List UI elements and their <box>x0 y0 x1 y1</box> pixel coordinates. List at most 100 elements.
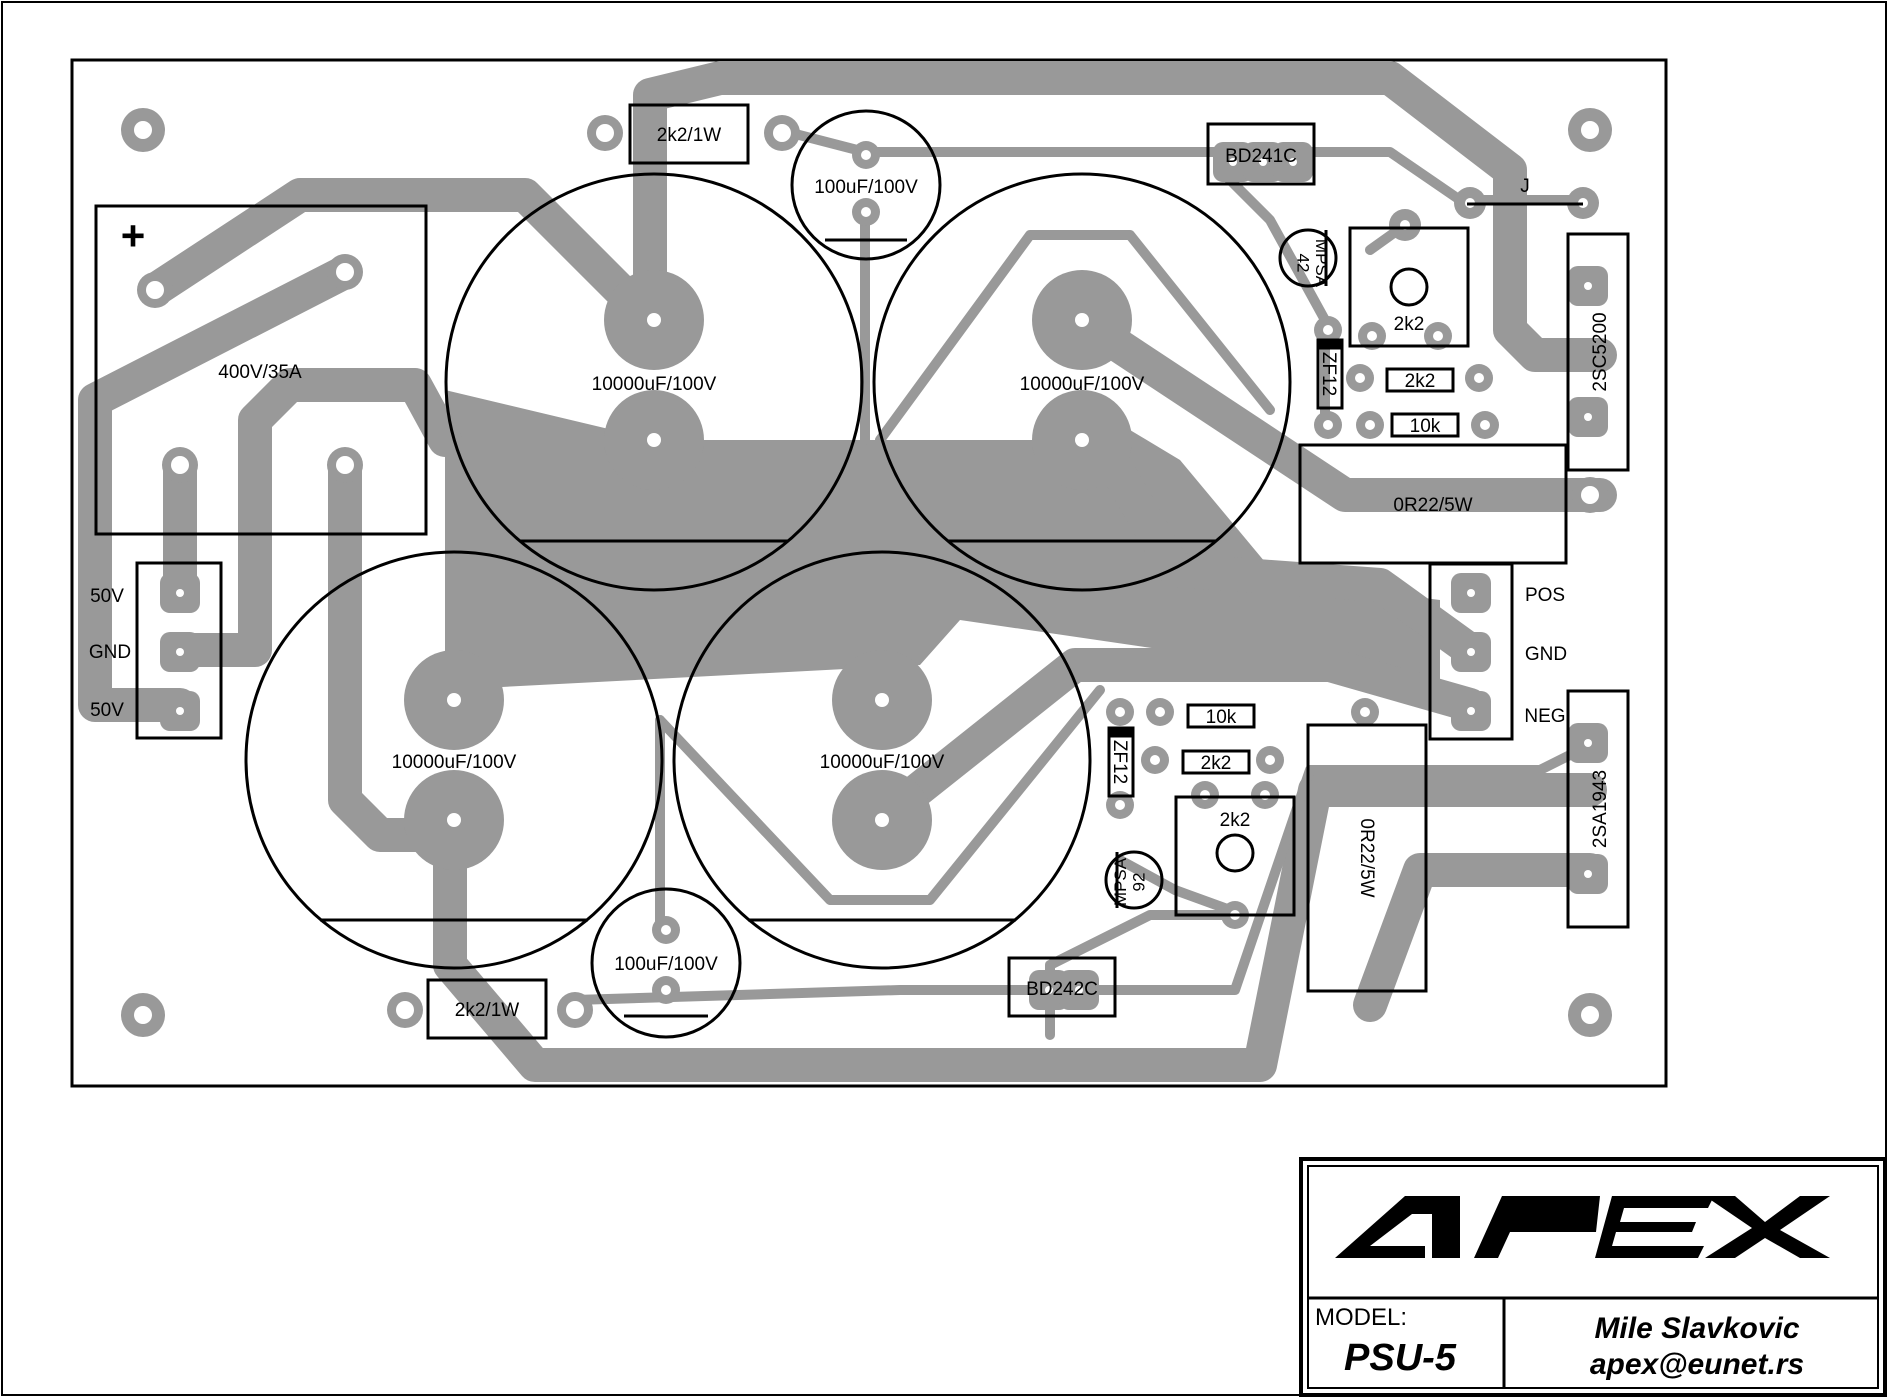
title-block: MODEL: PSU-5 Mile Slavkovic apex@eunet.r… <box>1299 1157 1887 1397</box>
model-value: PSU-5 <box>1344 1337 1457 1379</box>
pad-hole <box>336 456 354 474</box>
pad-hole <box>875 813 889 827</box>
pads <box>121 108 1612 1037</box>
pad-hole <box>1581 1006 1599 1024</box>
mpsa92-outline <box>1104 850 1164 910</box>
small-cap-top-label: 100uF/100V <box>814 177 918 198</box>
trimmer-top-knob <box>1389 267 1429 307</box>
pad-hole <box>1155 707 1165 717</box>
pad-hole <box>1075 313 1089 327</box>
pad-hole <box>1045 986 1053 994</box>
pad-hole <box>1584 870 1592 878</box>
cap-c3-label: 10000uF/100V <box>392 752 517 773</box>
cap-c1-outline <box>444 172 864 592</box>
cap-c1-label: 10000uF/100V <box>592 374 717 395</box>
trace-neg-out <box>1353 853 1607 1022</box>
pad-hole <box>1365 420 1375 430</box>
resistor-1w-top-label: 2k2/1W <box>657 125 721 146</box>
trace-thin-4 <box>655 685 1105 905</box>
pad-hole <box>861 150 871 160</box>
pad-hole <box>1229 158 1237 166</box>
mpsa42-outline <box>1278 228 1338 288</box>
pad-hole <box>134 1006 152 1024</box>
trace-top-rail <box>633 61 1617 372</box>
pad-hole <box>1259 158 1267 166</box>
pad-hole <box>1323 325 1333 335</box>
2sa1943-outline <box>1566 689 1630 929</box>
resistor-2k2-1w-top <box>628 103 750 165</box>
pad-hole <box>1367 331 1377 341</box>
zener-bottom-label: ZF12 <box>1109 740 1130 784</box>
mpsa42-label: MPSA42 <box>1293 239 1331 288</box>
pad-hole <box>1581 121 1599 139</box>
pad-hole <box>1150 755 1160 765</box>
trimmer-top-label: 2k2 <box>1394 314 1425 335</box>
zener-top-label: ZF12 <box>1318 352 1339 396</box>
pad-hole <box>661 985 671 995</box>
pad-hole <box>134 121 152 139</box>
pad-hole <box>1075 433 1089 447</box>
trace-thin-3 <box>875 230 1275 445</box>
bd241c-outline <box>1206 122 1316 186</box>
pad-hole <box>596 124 614 142</box>
output-label-gnd: GND <box>1525 644 1567 665</box>
trace-thin-8 <box>570 740 1595 1005</box>
trace-neg-main <box>863 648 1487 837</box>
bridge-label: 400V/35A <box>218 362 302 383</box>
trimmer-bottom-knob <box>1215 833 1255 873</box>
trace-thin-5 <box>775 125 1585 205</box>
pad-hole <box>396 1001 414 1019</box>
trace-pos-out <box>1063 303 1617 512</box>
title-block-frame <box>1299 1157 1887 1397</box>
pad-hole <box>1584 739 1592 747</box>
emitter-resistor-neg <box>1306 723 1428 993</box>
pad-hole <box>336 263 354 281</box>
zener-top-band <box>1316 338 1344 350</box>
trace-neg-bottom <box>433 773 1607 1082</box>
cap-c4-label: 10000uF/100V <box>820 752 945 773</box>
pad-hole <box>647 433 661 447</box>
component-outlines <box>94 103 1630 1040</box>
pad-hole <box>1581 486 1599 504</box>
pad-hole <box>1075 986 1083 994</box>
pad-hole <box>566 1001 584 1019</box>
pad-hole <box>1480 420 1490 430</box>
resistor-10k-pos <box>1390 412 1460 438</box>
pad-hole <box>773 124 791 142</box>
pad-hole <box>1467 589 1475 597</box>
pad-hole <box>647 313 661 327</box>
pad-hole <box>176 589 184 597</box>
bridge-rectifier <box>94 204 428 536</box>
bd242c-label: BD242C <box>1026 979 1098 1000</box>
pad-hole <box>1289 158 1297 166</box>
emitter-resistor-neg-label: 0R22/5W <box>1356 818 1377 897</box>
pad-hole <box>1355 373 1365 383</box>
cap-c3-outline <box>244 550 664 970</box>
input-label-gnd: GND <box>89 642 131 663</box>
input-label-50v-top: 50V <box>90 586 124 607</box>
component-labels: 400V/35A 50V GND 50V POS GND NEG 10000uF… <box>89 125 1611 1021</box>
resistor-10k-neg-label: 10k <box>1206 707 1237 728</box>
resistor-2k2-pos-label: 2k2 <box>1405 371 1436 392</box>
pad-hole <box>447 813 461 827</box>
cap-c4-outline <box>672 550 1092 970</box>
resistor-10k-neg <box>1186 703 1256 729</box>
resistor-2k2-neg-label: 2k2 <box>1201 753 1232 774</box>
title-block-inner <box>1307 1165 1879 1389</box>
trimmer-top-outline <box>1348 226 1470 348</box>
trimmer-bottom-outline <box>1174 795 1296 917</box>
jumper-label: J <box>1520 176 1530 197</box>
2sc5200-label: 2SC5200 <box>1590 312 1611 391</box>
resistor-2k2-pos <box>1385 367 1455 393</box>
resistor-2k2-1w-bottom <box>426 978 548 1040</box>
pad-hole <box>1360 707 1370 717</box>
resistor-2k2-neg <box>1181 749 1251 775</box>
trimmer-bottom-label: 2k2 <box>1220 810 1251 831</box>
model-caption: MODEL: <box>1315 1304 1407 1331</box>
pad-hole <box>1474 373 1484 383</box>
author-email: apex@eunet.rs <box>1590 1348 1804 1381</box>
pad-hole <box>861 207 871 217</box>
trace-bridge-top <box>138 178 667 337</box>
pad-hole <box>1265 755 1275 765</box>
